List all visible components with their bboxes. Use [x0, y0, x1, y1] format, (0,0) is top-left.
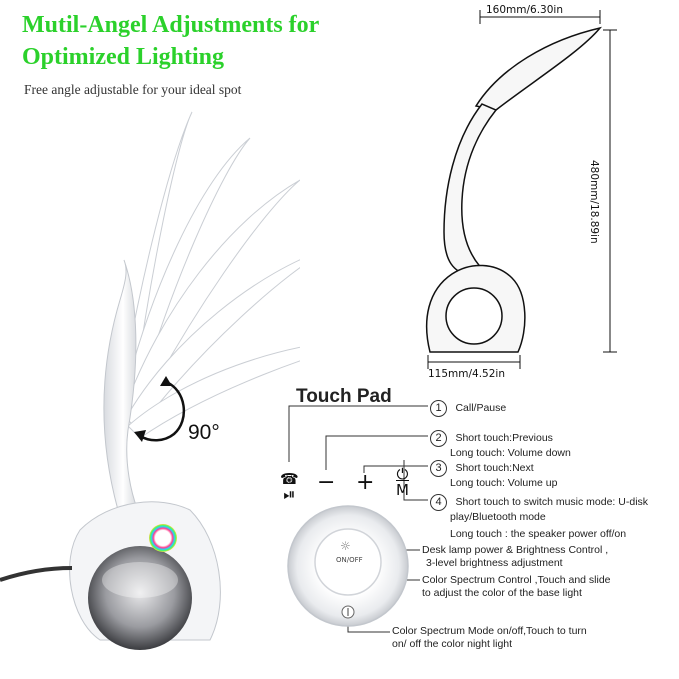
brightness-button[interactable]: [314, 528, 382, 596]
lamp-photo: [0, 111, 300, 650]
sun-icon: ☼: [340, 539, 351, 553]
item-text: Color Spectrum Mode on/off,Touch to turn: [392, 625, 587, 637]
item-text: to adjust the color of the base light: [422, 587, 582, 599]
item-text: Short touch to switch music mode: U-disk: [455, 496, 649, 508]
item-text: on/ off the color night light: [392, 638, 513, 650]
item-number: 3: [430, 460, 447, 477]
touch-item-3: 3 Short touch:Next Long touch: Volume up: [430, 458, 557, 490]
onoff-label: ON/OFF: [336, 556, 363, 564]
subtitle: Free angle adjustable for your ideal spo…: [24, 82, 242, 97]
touch-item-1: 1 Call/Pause: [430, 398, 506, 417]
touch-item-2: 2 Short touch:Previous Long touch: Volum…: [430, 428, 571, 460]
item-number: 1: [430, 400, 447, 417]
item-text: Color Spectrum Control ,Touch and slide: [422, 574, 611, 586]
minus-icon[interactable]: −: [317, 470, 336, 495]
rotate-arrow-icon: [134, 376, 186, 442]
item-text: Desk lamp power & Brightness Control ,: [422, 544, 609, 556]
plus-icon[interactable]: +: [356, 470, 375, 495]
power-mode-icon[interactable]: ⏻M: [396, 465, 409, 499]
item-text: play/Bluetooth mode: [450, 511, 546, 523]
touch-pad-title: Touch Pad: [296, 386, 392, 407]
item-text: Short touch:Previous: [455, 432, 553, 444]
item-text: Long touch: Volume down: [450, 447, 571, 459]
dimension-drawing: [425, 10, 617, 369]
item-text: Short touch:Next: [455, 462, 534, 474]
phone-play-pause-icon[interactable]: ☎⏯: [280, 470, 299, 503]
item-number: 4: [430, 494, 447, 511]
item-text: Long touch: Volume up: [450, 477, 558, 489]
item-text: Call/Pause: [455, 402, 507, 414]
touch-item-4: 4 Short touch to switch music mode: U-di…: [430, 492, 648, 541]
base-item-2: Color Spectrum Control ,Touch and slide …: [422, 574, 611, 600]
item-number: 2: [430, 430, 447, 447]
base-item-1: Desk lamp power & Brightness Control , 3…: [422, 544, 608, 570]
touch-base-disc: [287, 505, 409, 627]
angle-label: 90°: [188, 421, 220, 444]
title-line-1: Mutil-Angel Adjustments for: [22, 12, 320, 38]
title-line-2: Optimized Lighting: [22, 44, 225, 70]
width-dimension: 160mm/6.30in: [486, 4, 563, 16]
item-text: 3-level brightness adjustment: [426, 557, 563, 569]
item-text: Long touch : the speaker power off/on: [450, 528, 627, 540]
base-item-3: Color Spectrum Mode on/off,Touch to turn…: [392, 625, 587, 651]
base-dimension: 115mm/4.52in: [428, 368, 505, 380]
